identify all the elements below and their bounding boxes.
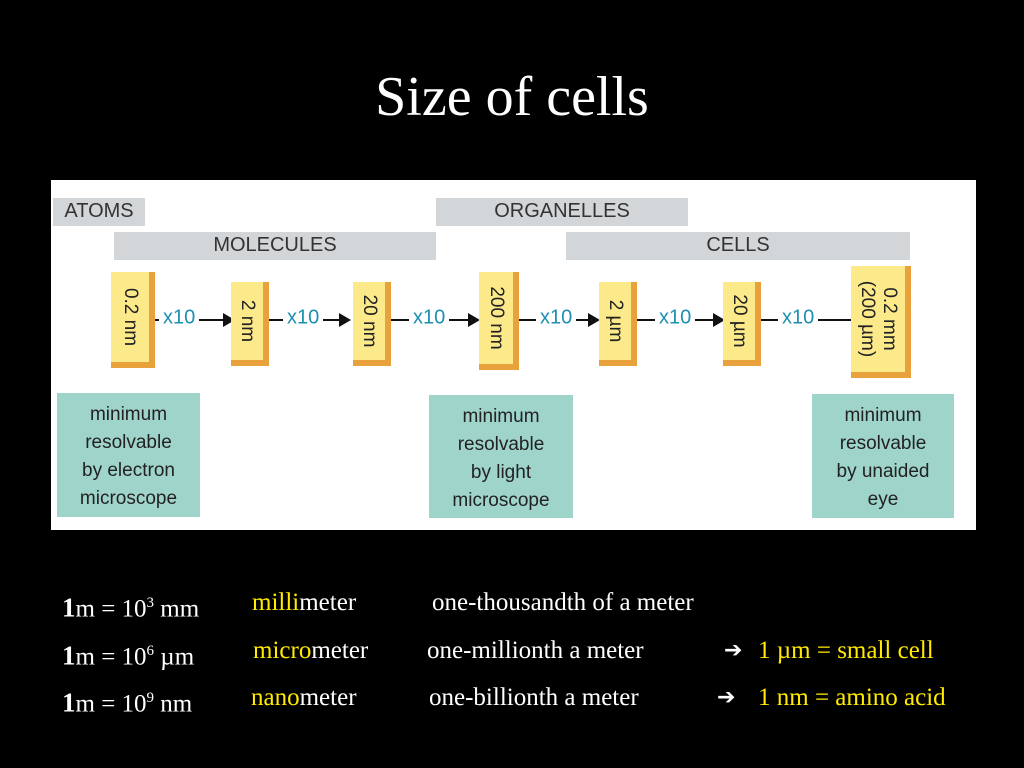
note-nano: 1 nm = amino acid [758,684,946,711]
factor-label: x10 [655,306,696,330]
slide-title: Size of cells [375,66,649,128]
scale-mark: 2 µm [599,282,637,366]
scale-mark: 20 nm [353,282,391,366]
factor-label: x10 [778,306,819,330]
prefix-milli: millimeter [252,589,357,616]
scale-mark: 0.2 mm (200 µm) [851,266,911,378]
atoms-label: ATOMS [53,198,145,226]
unaided-eye-limit: minimum resolvable by unaided eye [812,394,954,518]
factor-label: x10 [283,306,324,330]
light-microscope-limit: minimum resolvable by light microscope [429,395,573,518]
cells-label: CELLS [566,232,910,260]
right-arrow-icon: ➔ [717,685,736,710]
desc-milli: one-thousandth of a meter [432,589,694,616]
prefix-micro: micrometer [253,637,369,664]
size-scale-diagram: ATOMS ORGANELLES MOLECULES CELLS x10 x10… [51,180,976,530]
conversion-row-milli: 1m = 103 mm [62,592,200,623]
note-micro: 1 µm = small cell [758,637,934,664]
factor-label: x10 [409,306,450,330]
scale-mark: 20 µm [723,282,761,366]
scale-mark: 2 nm [231,282,269,366]
scale-mark: 200 nm [479,272,519,370]
scale-mark: 0.2 nm [111,272,155,368]
prefix-nano: nanometer [251,684,357,711]
electron-microscope-limit: minimum resolvable by electron microscop… [57,393,200,517]
organelles-label: ORGANELLES [436,198,688,226]
desc-nano: one-billionth a meter [429,684,639,711]
factor-label: x10 [159,306,200,330]
conversion-row-micro: 1m = 106 µm [62,640,195,671]
conversion-row-nano: 1m = 109 nm [62,687,193,718]
desc-micro: one-millionth a meter [427,637,644,664]
right-arrow-icon: ➔ [724,638,743,663]
factor-label: x10 [536,306,577,330]
molecules-label: MOLECULES [114,232,436,260]
